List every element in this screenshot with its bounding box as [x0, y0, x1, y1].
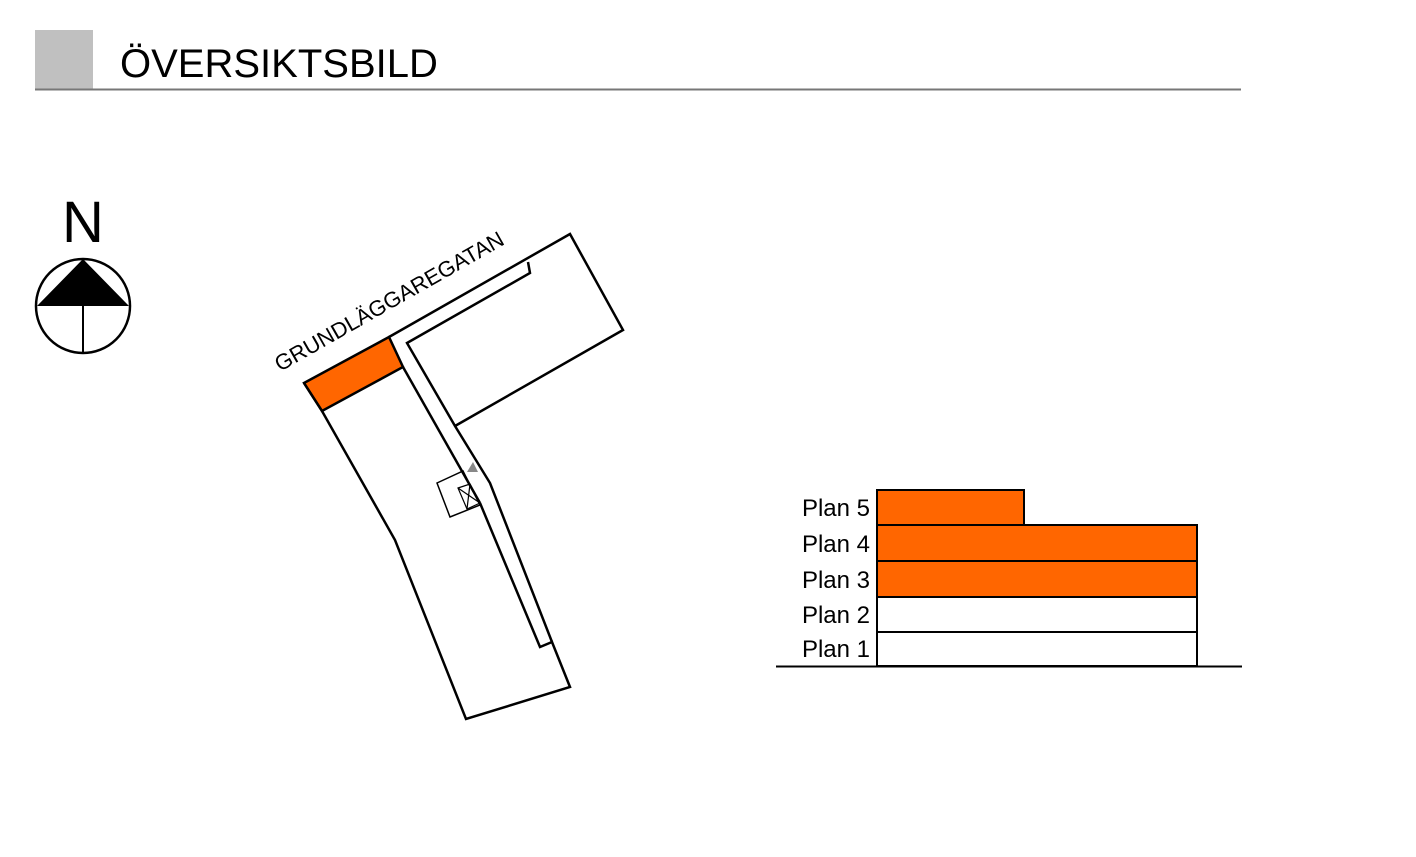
- floor-block: [876, 489, 1025, 526]
- north-label: N: [62, 190, 104, 255]
- page-title: ÖVERSIKTSBILD: [120, 42, 438, 86]
- floor-label: Plan 4: [802, 531, 870, 558]
- floor-block: [876, 631, 1198, 667]
- building-outline: [302, 382, 572, 721]
- building-outline-right: [388, 232, 625, 428]
- elevator-icon: [457, 483, 481, 510]
- floor-diagram: Plan 5 Plan 4 Plan 3 Plan 2 Plan 1: [802, 489, 1198, 667]
- floor-block: [876, 524, 1198, 562]
- entrance-marker-icon: [467, 462, 478, 472]
- floor-label: Plan 2: [802, 602, 870, 629]
- floor-label: Plan 5: [802, 495, 870, 522]
- north-arrow-icon: N: [34, 190, 132, 355]
- corridor-edge-right: [405, 261, 554, 643]
- site-plan: [302, 232, 625, 721]
- floor-block: [876, 596, 1198, 633]
- floor-block: [876, 560, 1198, 598]
- stair-icon: [436, 470, 482, 518]
- floor-label: Plan 1: [802, 636, 870, 663]
- header-block: [35, 30, 93, 89]
- floor-label: Plan 3: [802, 567, 870, 594]
